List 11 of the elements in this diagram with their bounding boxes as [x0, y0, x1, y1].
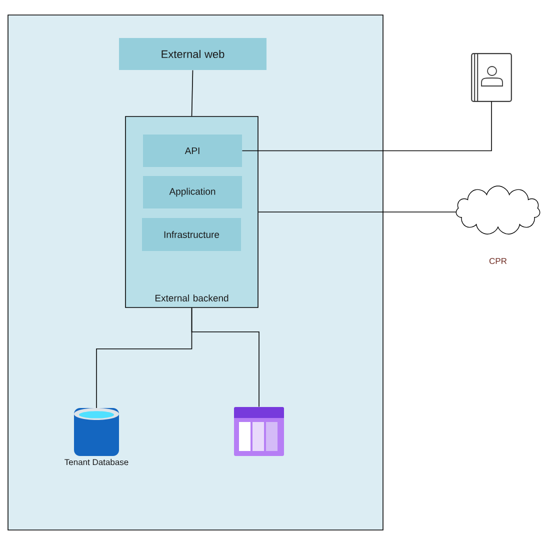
connector-line [242, 101, 492, 152]
connector-line [191, 70, 194, 116]
component-box: API [143, 134, 242, 167]
queue-icon [234, 407, 284, 456]
component-box: External web [119, 38, 266, 70]
icon-caption: Tenant Database [64, 458, 128, 466]
icon-caption: CPR [489, 258, 507, 264]
component-box: Infrastructure [142, 218, 241, 251]
contact-book-icon [471, 53, 512, 102]
component-box: Application [143, 176, 242, 208]
connector-line [191, 308, 260, 408]
